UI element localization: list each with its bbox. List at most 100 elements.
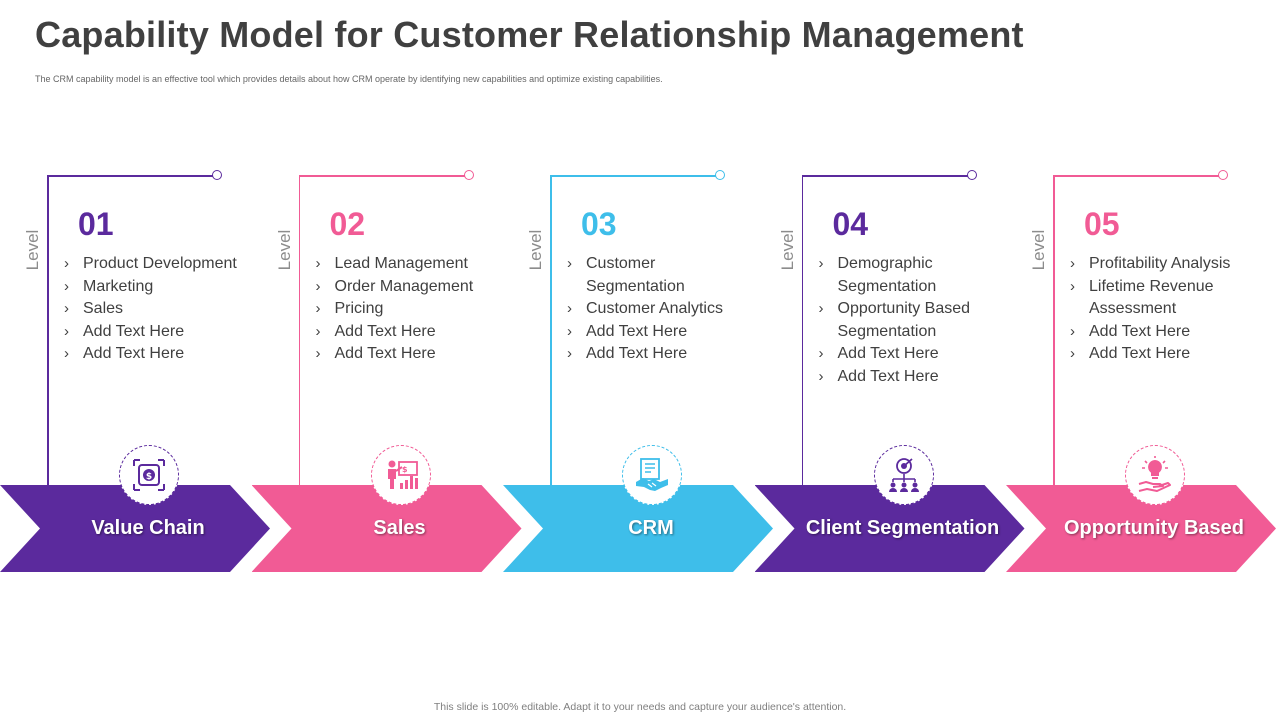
chevron-right-icon: › xyxy=(567,345,572,362)
capability-item: › Customer Segmentation xyxy=(567,253,752,298)
capability-item-text: Profitability Analysis xyxy=(1089,255,1231,272)
svg-text:$: $ xyxy=(402,465,408,474)
target-people-icon xyxy=(888,458,919,492)
capability-item: ›Add Text Here xyxy=(819,366,1004,389)
slide-subtitle: The CRM capability model is an effective… xyxy=(35,74,663,84)
connector-end-dot xyxy=(966,170,977,180)
capability-item-text: Demographic Segmentation xyxy=(837,255,937,295)
chevron-right-icon: › xyxy=(818,367,824,385)
capability-list: › Customer Segmentation › Customer Analytic… xyxy=(567,253,752,366)
handshake-document-icon xyxy=(622,445,682,505)
level-label: Level xyxy=(526,229,545,271)
capability-item-text: Add Text Here xyxy=(334,322,436,340)
connector-vertical-line xyxy=(1053,175,1055,487)
footer-note: This slide is 100% editable. Adapt it to… xyxy=(433,701,847,713)
capability-item: › Order Management xyxy=(316,276,501,299)
capability-item-text: Opportunity Based Segmentation xyxy=(837,300,971,340)
capability-item-text: Add Text Here xyxy=(1089,322,1191,340)
capability-item-text: Lifetime Revenue Assessment xyxy=(1089,277,1214,318)
capability-item-text: Sales xyxy=(83,300,124,317)
level-number: 02 xyxy=(329,206,366,242)
capability-item-text: Add Text Here xyxy=(837,345,939,362)
connector-vertical-line xyxy=(801,175,803,487)
capability-item: › Sales xyxy=(64,298,249,321)
level-label: Level xyxy=(274,229,294,271)
connector-end-dot xyxy=(715,170,725,180)
capability-item-text: Add Text Here xyxy=(586,322,688,340)
capability-item: › Profitability Analysis xyxy=(1070,253,1255,276)
connector-horizontal-line xyxy=(801,175,968,177)
presenter-chart-icon: $ xyxy=(387,460,418,489)
svg-text:$: $ xyxy=(146,472,152,482)
connector-vertical-line xyxy=(298,175,300,487)
slide-title: Capability Model for Customer Relationsh… xyxy=(35,14,1024,55)
chevron-right-icon: › xyxy=(315,277,321,295)
capability-item-text: Add Text Here xyxy=(1089,345,1191,362)
capability-item-text: Add Text Here xyxy=(586,345,688,362)
chevron-right-icon: › xyxy=(818,300,824,317)
level-card-04: Level 04 ›Demographic Segmentation›Oppor… xyxy=(754,0,1025,590)
capability-item-text: Order Management xyxy=(334,277,474,295)
capability-item: › Customer Analytics xyxy=(567,298,752,321)
capability-item-text: Pricing xyxy=(334,300,384,317)
level-card-02: Level 02 ›Lead Management›Order Manageme… xyxy=(251,0,522,590)
chevron-right-icon: › xyxy=(1070,255,1075,272)
connector-vertical-line xyxy=(550,175,552,487)
connector-end-dot xyxy=(1218,170,1228,180)
chevron-right-icon: › xyxy=(818,345,824,362)
connector-horizontal-line xyxy=(1053,175,1219,177)
level-arrow-label: Opportunity Based xyxy=(1063,517,1244,539)
capability-item: ›Add Text Here xyxy=(64,343,249,366)
capability-item-text: Customer Segmentation xyxy=(586,255,685,295)
chevron-right-icon: › xyxy=(567,255,572,272)
bulb-hand-icon xyxy=(1138,456,1171,492)
capability-item: › Add Text Here xyxy=(567,343,752,366)
chevron-right-icon: › xyxy=(315,322,321,340)
connector-horizontal-line xyxy=(47,175,213,177)
level-arrow-label: Client Segmentation xyxy=(805,517,1000,539)
capability-item-text: Add Text Here xyxy=(83,322,185,340)
chevron-right-icon: › xyxy=(64,300,69,317)
chevron-right-icon: › xyxy=(818,255,824,272)
capability-item: ›Marketing xyxy=(64,276,249,299)
level-arrow: CRM xyxy=(503,485,773,572)
target-people-icon xyxy=(873,445,934,505)
level-arrow-label: Sales xyxy=(373,517,426,539)
capability-item: ›Add Text Here xyxy=(64,321,249,344)
level-arrow-label: CRM xyxy=(628,517,674,539)
capability-list: › Profitability Analysis › Lifetime Revenue… xyxy=(1070,253,1255,366)
capability-item: › Demographic Segmentation xyxy=(819,253,1004,298)
level-label: Level xyxy=(1029,229,1048,271)
capability-item-text: Customer Analytics xyxy=(586,300,723,317)
chevron-right-icon: › xyxy=(567,300,572,317)
chevron-right-icon: › xyxy=(64,277,69,295)
connector-vertical-line xyxy=(47,175,49,487)
capability-item: › Add Text Here xyxy=(316,343,501,366)
capability-item: › Add Text Here xyxy=(819,343,1004,366)
connector-horizontal-line xyxy=(298,175,465,177)
capability-item: › Add Text Here xyxy=(567,321,752,344)
level-number: 01 xyxy=(78,206,114,242)
dollar-gear-icon: $ xyxy=(119,445,179,505)
bulb-hand-icon xyxy=(1125,445,1185,505)
capability-item: › Opportunity Based Segmentation xyxy=(819,298,1004,343)
capability-item-text: Add Text Here xyxy=(334,345,436,362)
level-card-05: Level 05 ›Profitability Analysis›Lifetim… xyxy=(1006,0,1276,590)
chevron-right-icon: › xyxy=(64,345,69,362)
chevron-right-icon: › xyxy=(1070,345,1075,362)
chevron-right-icon: › xyxy=(567,322,572,340)
capability-list: ›Product Development›Marketing›Sales›Add… xyxy=(64,253,249,366)
level-number: 04 xyxy=(832,206,869,242)
level-card-01: Level 01 ›Product Development›Marketing›… xyxy=(0,0,270,590)
chevron-right-icon: › xyxy=(1070,277,1075,295)
capability-item: ›Add Text Here xyxy=(1070,321,1255,344)
chevron-right-icon: › xyxy=(64,255,69,272)
presenter-chart-icon: $ xyxy=(370,445,431,505)
level-number: 03 xyxy=(581,206,617,242)
chevron-right-icon: › xyxy=(315,255,321,272)
chevron-right-icon: › xyxy=(315,345,321,362)
handshake-document-icon xyxy=(636,458,668,491)
connector-end-dot xyxy=(212,170,222,180)
level-arrow: Value Chain xyxy=(0,485,270,572)
capability-item: › Add Text Here xyxy=(316,321,501,344)
